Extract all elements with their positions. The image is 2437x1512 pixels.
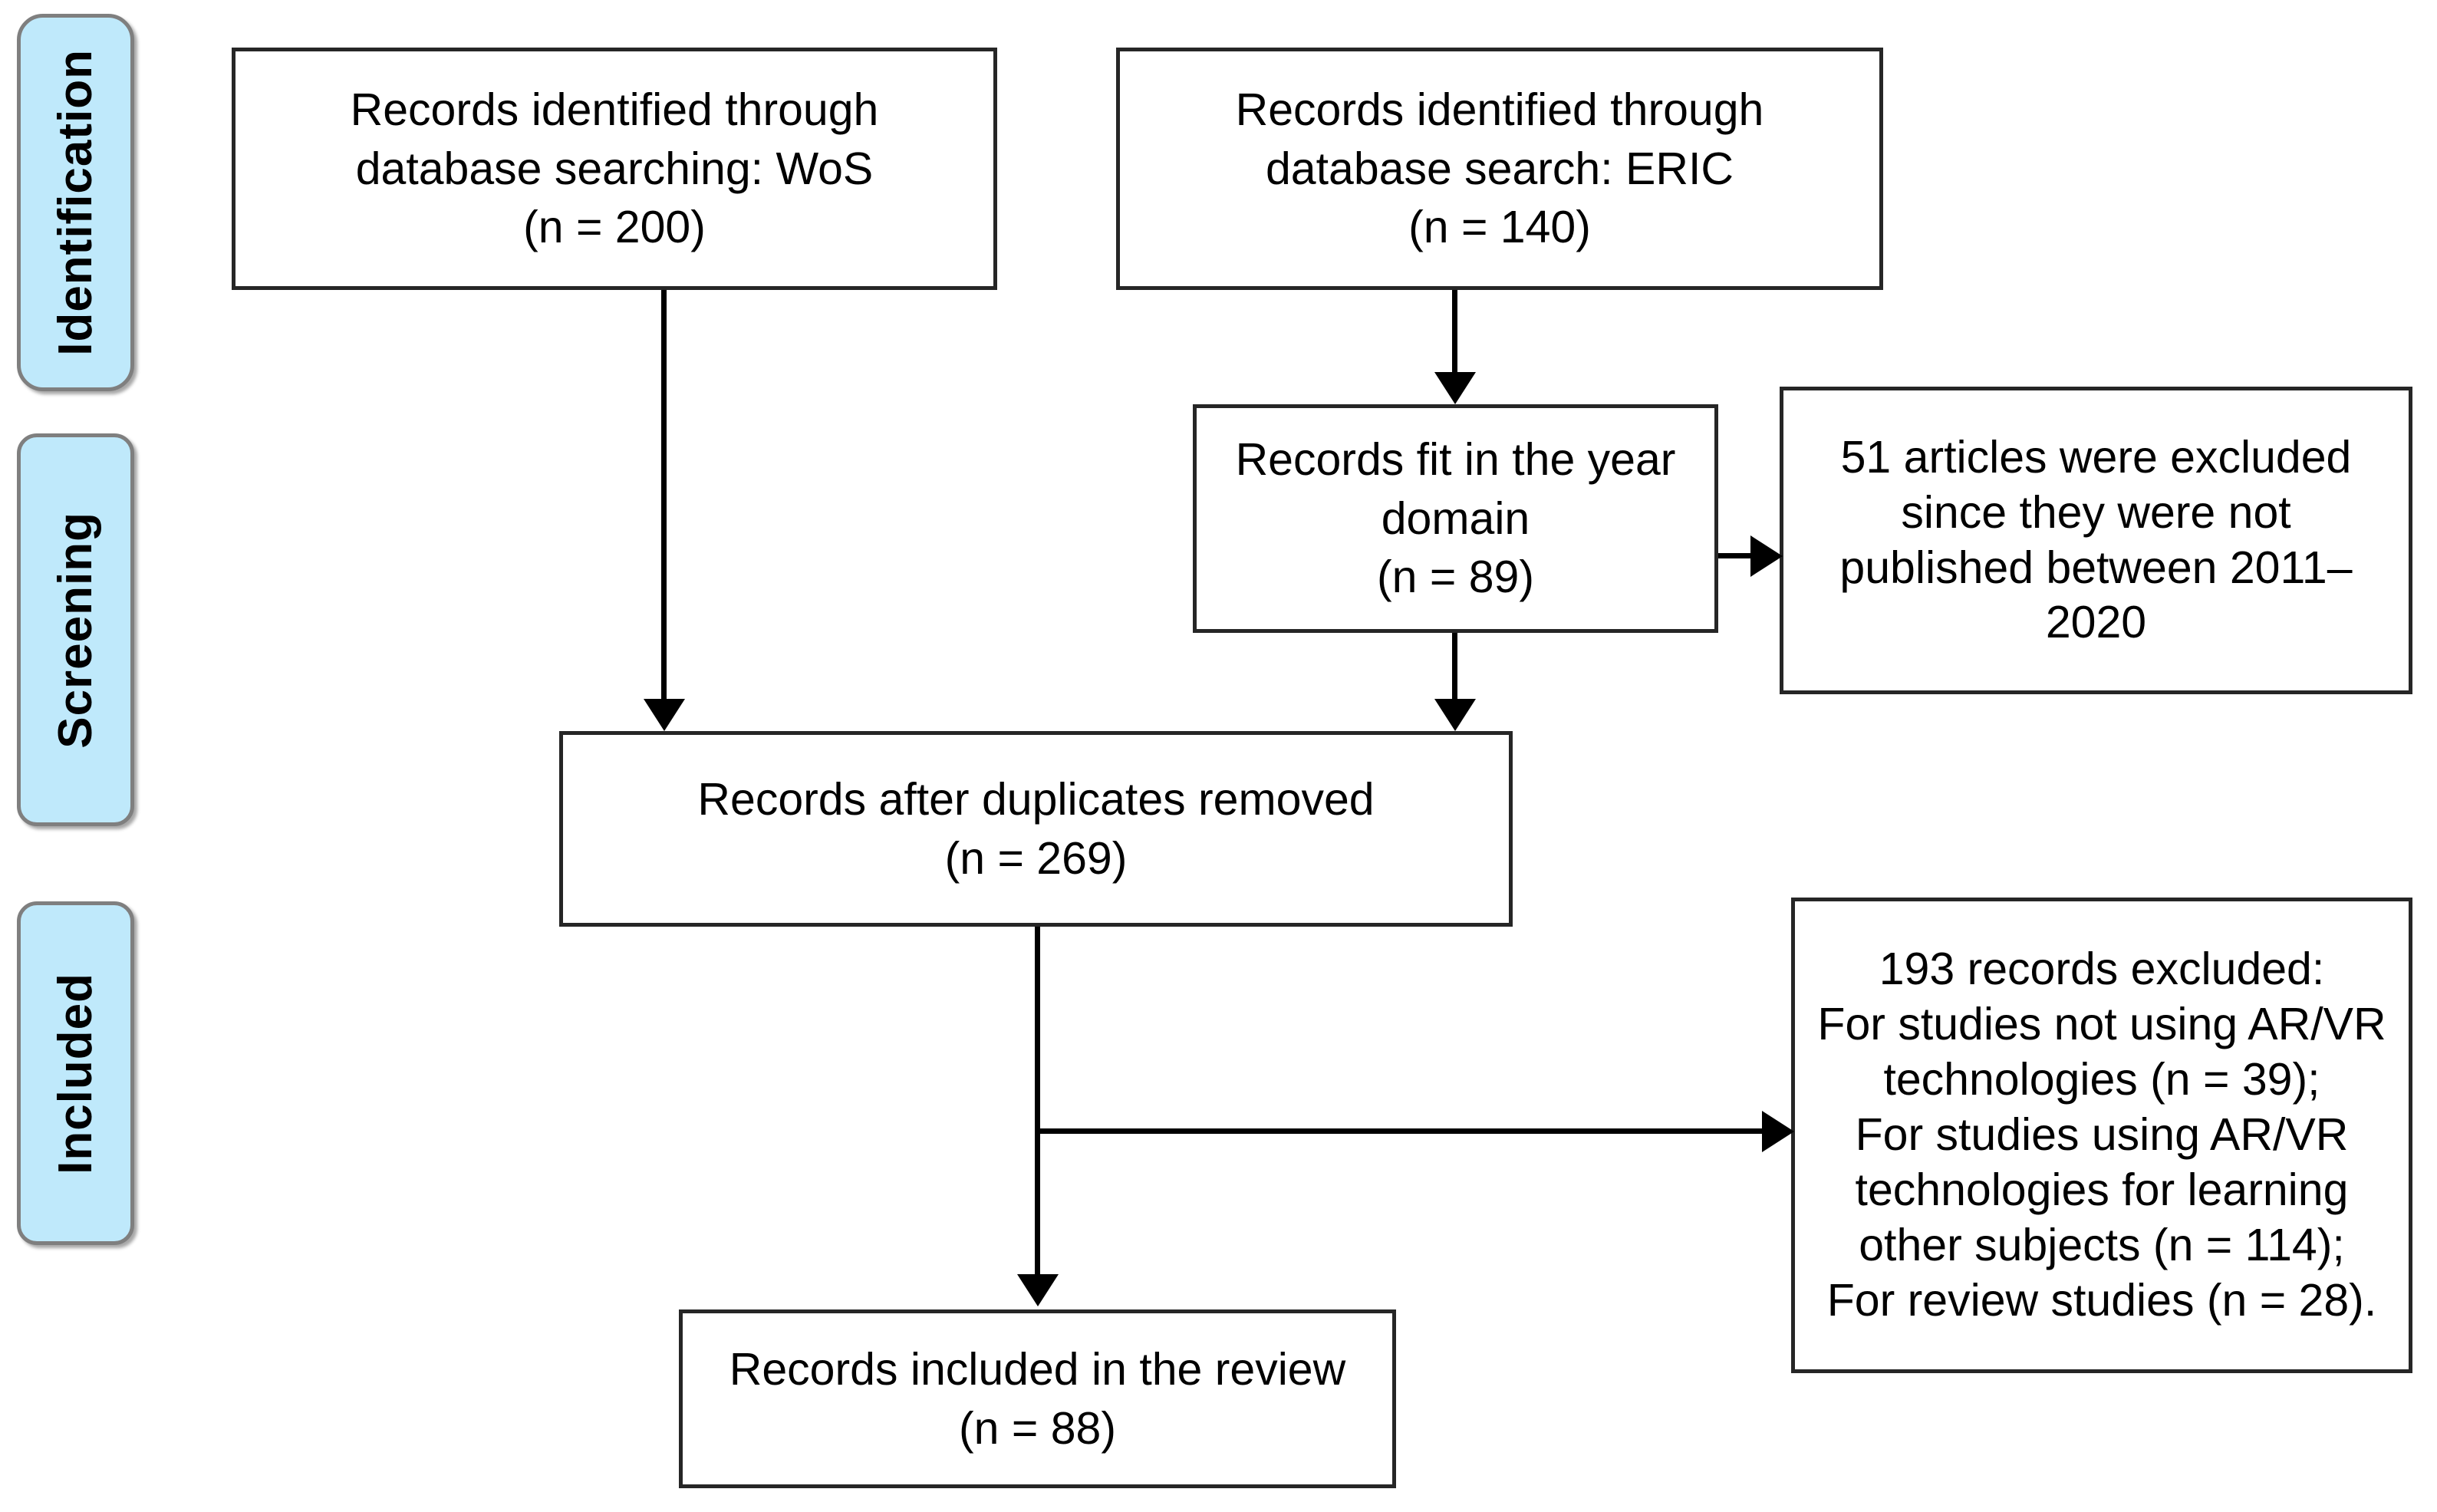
connector-year-domain-to-excluded-arrowhead [1750, 535, 1783, 577]
stage-label-identification-text: Identification [48, 49, 102, 356]
node-records-identified-eric-text: Records identified through database sear… [1235, 84, 1764, 253]
node-records-identified-wos-text: Records identified through database sear… [350, 84, 879, 253]
node-records-excluded-reasons-text: 193 records excluded: For studies not us… [1817, 944, 2386, 1326]
connector-year-domain-to-duplicates-line [1452, 633, 1457, 702]
node-records-identified-eric: Records identified through database sear… [1116, 48, 1883, 290]
node-records-fit-year-domain: Records fit in the year domain (n = 89) [1193, 404, 1718, 633]
connector-year-domain-to-excluded-line [1718, 553, 1755, 558]
connector-eric-to-year-domain-line [1452, 290, 1457, 375]
connector-wos-to-duplicates-line [661, 290, 667, 702]
node-records-identified-wos: Records identified through database sear… [232, 48, 997, 290]
stage-label-screening: Screening [17, 433, 134, 826]
stage-label-identification: Identification [17, 14, 134, 391]
node-excluded-year-range-text: 51 articles were excluded since they wer… [1839, 431, 2353, 648]
connector-duplicates-to-included-line [1035, 927, 1040, 1277]
node-records-after-duplicates-removed: Records after duplicates removed (n = 26… [559, 731, 1513, 927]
node-records-included-in-review: Records included in the review (n = 88) [679, 1309, 1396, 1488]
connector-duplicates-to-included-arrowhead [1017, 1274, 1059, 1306]
connector-duplicates-to-excluded-records-arrowhead [1762, 1111, 1794, 1152]
connector-year-domain-to-duplicates-arrowhead [1434, 699, 1476, 731]
stage-label-included-text: Included [48, 972, 102, 1174]
node-records-excluded-reasons: 193 records excluded: For studies not us… [1791, 898, 2412, 1373]
connector-wos-to-duplicates-arrowhead [644, 699, 685, 731]
node-excluded-year-range: 51 articles were excluded since they wer… [1780, 387, 2412, 694]
stage-label-included: Included [17, 901, 134, 1245]
stage-label-screening-text: Screening [48, 511, 102, 749]
connector-duplicates-to-excluded-records-line [1035, 1128, 1767, 1134]
node-records-after-duplicates-removed-text: Records after duplicates removed (n = 26… [697, 773, 1375, 884]
node-records-included-in-review-text: Records included in the review (n = 88) [729, 1343, 1346, 1454]
node-records-fit-year-domain-text: Records fit in the year domain (n = 89) [1235, 433, 1676, 603]
connector-eric-to-year-domain-arrowhead [1434, 372, 1476, 404]
